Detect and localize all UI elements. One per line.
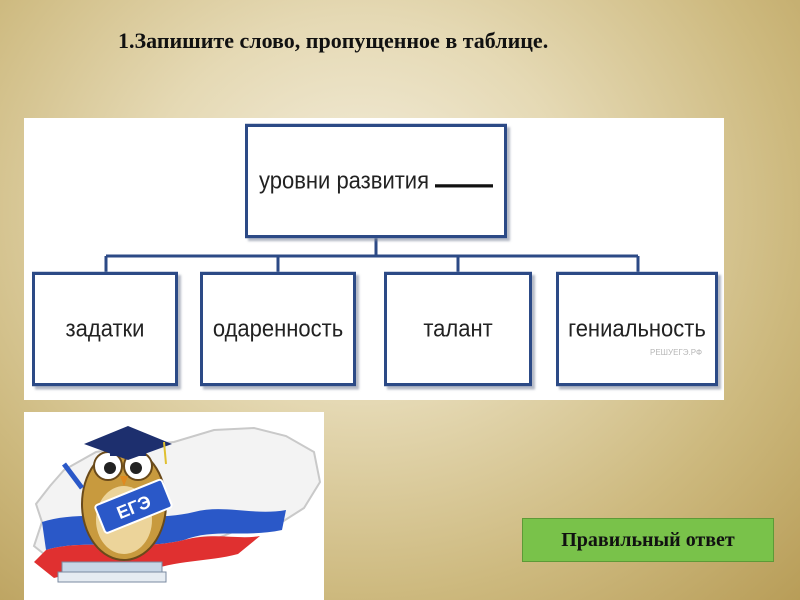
child-box-1: задатки xyxy=(32,271,178,387)
pen-icon xyxy=(62,462,84,490)
book-2 xyxy=(57,571,167,583)
child-label-4: гениальность xyxy=(568,314,706,342)
child-box-4: гениальность xyxy=(556,271,718,387)
diagram-connectors xyxy=(104,234,640,276)
ege-logo-image: ЕГЭ xyxy=(24,412,324,600)
watermark: РЕШУЕГЭ.РФ xyxy=(650,348,703,357)
child-label-3: талант xyxy=(423,314,493,342)
book-1 xyxy=(61,561,163,573)
task-title: 1.Запишите слово, пропущенное в таблице. xyxy=(118,28,549,53)
child-box-3: талант xyxy=(384,271,532,387)
graduation-cap-icon xyxy=(84,426,172,460)
child-label-2: одаренность xyxy=(212,314,344,342)
child-label-1: задатки xyxy=(65,314,145,342)
correct-answer-button[interactable]: Правильный ответ xyxy=(522,518,774,562)
root-label: уровни развития xyxy=(258,166,430,194)
child-box-2: одаренность xyxy=(200,271,356,387)
root-box: уровни развития xyxy=(245,123,507,239)
owl-russia-map-icon: ЕГЭ xyxy=(32,426,322,583)
missing-word-blank xyxy=(435,183,494,187)
hierarchy-diagram: уровни развития задатки одаренность тала… xyxy=(24,118,724,400)
